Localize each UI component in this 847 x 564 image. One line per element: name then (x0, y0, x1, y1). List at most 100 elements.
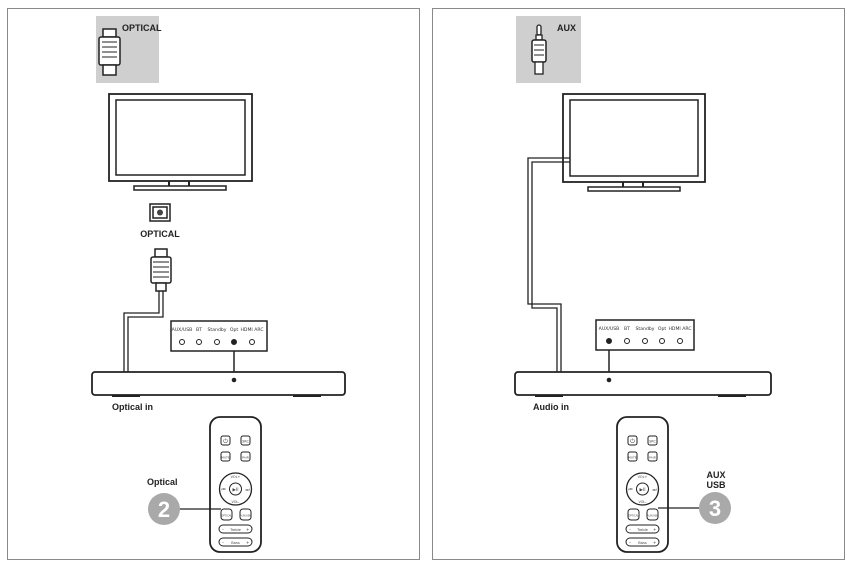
optical-button-label: OPTICAL (628, 514, 639, 518)
power-icon: ⏻ (630, 438, 635, 445)
step-label: Optical (147, 477, 178, 487)
source-label: SRC (242, 440, 249, 444)
play-pause-button[interactable] (636, 482, 649, 496)
svg-text:+: + (246, 540, 249, 545)
pair-label: PAIR (242, 456, 249, 460)
indicator-led (179, 339, 185, 345)
optical-diagram: OPTICAL OPTICAL (91, 16, 346, 553)
power-button[interactable] (220, 435, 231, 446)
prev-icon: ⏮ (221, 488, 225, 493)
indicator-led (214, 339, 220, 345)
optical-badge: OPTICAL (96, 16, 162, 83)
indicator-label: Standby (208, 327, 227, 333)
optical-port-icon (149, 203, 171, 222)
play-pause-icon: ▶II (639, 487, 645, 493)
indicator-panel: AUX/USB BT Standby Opt HDMI ARC (595, 319, 695, 377)
treble-label: Treble (636, 528, 649, 532)
aux-usb-button[interactable] (646, 508, 659, 521)
bass-button[interactable] (218, 537, 253, 547)
aux-diagram: AUX AUX/USB BT Standby Opt HDMI ARC (514, 16, 772, 553)
audio-cable (527, 157, 570, 372)
remote-control: ⏻ SRC MUTE PAIR ▶II VOL+ VOL- ⏮ ⏭ OPTICA… (616, 416, 669, 553)
bass-button[interactable] (625, 537, 660, 547)
optical-badge-label: OPTICAL (122, 23, 162, 33)
optical-button[interactable] (220, 508, 233, 521)
audio-in-label: Audio in (533, 402, 569, 412)
optical-button[interactable] (627, 508, 640, 521)
power-button[interactable] (627, 435, 638, 446)
indicator-label: HDMI ARC (240, 327, 263, 333)
mute-label: MUTE (628, 456, 637, 460)
indicator-led (659, 338, 665, 344)
indicator-led (249, 339, 255, 345)
treble-button[interactable] (625, 524, 660, 534)
aux-plug-icon (531, 24, 547, 75)
vol-down-label: VOL- (232, 500, 241, 504)
indicator-led-active (606, 338, 612, 344)
source-button[interactable] (240, 435, 251, 446)
tv-icon (108, 93, 253, 191)
mute-button[interactable] (627, 451, 638, 462)
next-icon: ⏭ (652, 488, 656, 493)
svg-text:+: + (246, 527, 249, 532)
svg-text:–: – (629, 540, 631, 545)
indicator-led (677, 338, 683, 344)
svg-text:–: – (222, 527, 224, 532)
source-label: SRC (649, 440, 656, 444)
prev-icon: ⏮ (628, 488, 632, 493)
remote-control: ⏻ SRC MUTE PAIR ▶II VOL+ VOL- ⏮ ⏭ OPTICA… (209, 416, 262, 553)
indicator-led (624, 338, 630, 344)
treble-label: Treble (229, 528, 242, 532)
indicator-label: BT (196, 327, 202, 333)
svg-text:+: + (653, 540, 656, 545)
aux-badge-label: AUX (557, 23, 576, 33)
optical-cable (123, 291, 160, 372)
step-label-usb: USB (706, 480, 726, 490)
soundbar-icon (514, 371, 772, 397)
play-pause-icon: ▶II (232, 487, 238, 493)
indicator-led (642, 338, 648, 344)
svg-text:–: – (222, 540, 224, 545)
indicator-led-active (231, 339, 237, 345)
vol-down-label: VOL- (639, 500, 648, 504)
optical-in-label: Optical in (112, 402, 153, 412)
step-number-badge (148, 493, 180, 525)
indicator-panel: AUX/USB BT Standby Opt HDMI ARC (170, 320, 268, 377)
treble-button[interactable] (218, 524, 253, 534)
aux-usb-button-label: AUX/USB (240, 514, 252, 518)
indicator-label: AUX/USB (599, 326, 620, 332)
indicator-label: BT (624, 326, 630, 332)
optical-connector-icon (150, 248, 172, 292)
indicator-label: Standby (636, 326, 655, 332)
pair-label: PAIR (649, 456, 656, 460)
svg-text:+: + (653, 527, 656, 532)
step-number: 3 (709, 496, 721, 521)
aux-usb-button-label: AUX/USB (647, 514, 659, 518)
next-icon: ⏭ (245, 488, 249, 493)
mute-label: MUTE (221, 456, 230, 460)
source-button[interactable] (647, 435, 658, 446)
optical-panel: OPTICAL OPTICAL (7, 8, 420, 560)
bass-label: Bass (638, 541, 647, 545)
vol-up-label: VOL+ (231, 475, 241, 479)
pair-button[interactable] (240, 451, 251, 462)
optical-port-label: OPTICAL (140, 229, 180, 239)
optical-button-label: OPTICAL (221, 514, 232, 518)
bass-label: Bass (231, 541, 240, 545)
indicator-label: Opt (230, 327, 239, 333)
indicator-label: HDMI ARC (668, 326, 691, 332)
aux-badge: AUX (516, 16, 581, 83)
aux-usb-button[interactable] (239, 508, 252, 521)
pair-button[interactable] (647, 451, 658, 462)
vol-up-label: VOL+ (638, 475, 648, 479)
indicator-label: Opt (658, 326, 667, 332)
indicator-label: AUX/USB (172, 327, 193, 333)
indicator-led (196, 339, 202, 345)
power-icon: ⏻ (223, 438, 228, 445)
svg-text:–: – (629, 527, 631, 532)
aux-panel: AUX AUX/USB BT Standby Opt HDMI ARC (432, 8, 845, 560)
play-pause-button[interactable] (229, 482, 242, 496)
mute-button[interactable] (220, 451, 231, 462)
step-number: 2 (158, 497, 170, 522)
step-number-badge (699, 492, 731, 524)
